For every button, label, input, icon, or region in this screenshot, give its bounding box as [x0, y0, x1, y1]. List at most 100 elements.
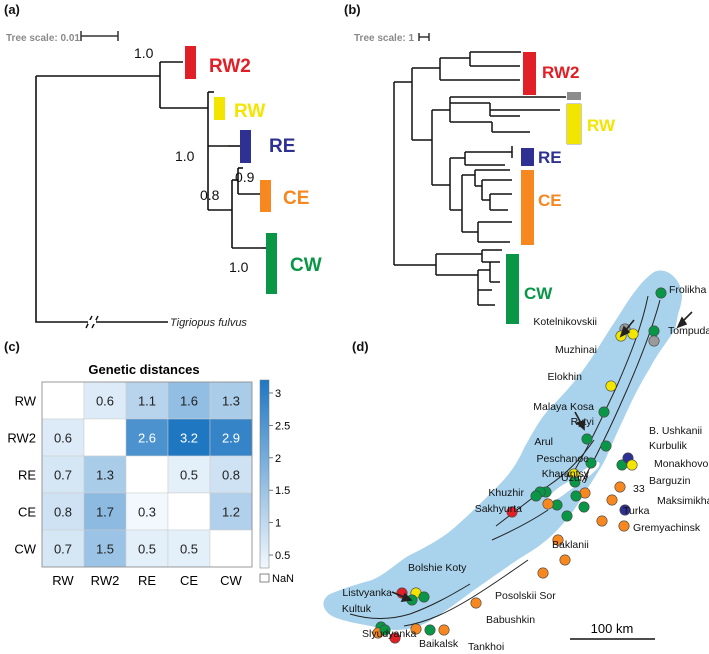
site-label: Bolshie Koty [408, 562, 467, 574]
heatmap-row-label: CW [14, 542, 36, 557]
sampling-site-marker [559, 554, 571, 566]
panel-a-label: (a) [4, 2, 20, 17]
heatmap-title: Genetic distances [88, 362, 199, 377]
sampling-site-marker [648, 335, 660, 347]
heatmap-cell [41, 381, 85, 420]
heatmap-cell [125, 381, 169, 420]
heatmap-cell-value: 1.2 [222, 505, 240, 520]
site-label: Sakhyurta [475, 503, 522, 515]
tree-b-clade-bar-re [521, 148, 534, 166]
tree-b-clade-bar-cw [506, 254, 519, 324]
heatmap-cell [83, 455, 127, 494]
sampling-site-marker [600, 440, 612, 452]
site-label: Tankhoi [468, 641, 504, 653]
nan-swatch [259, 573, 270, 583]
tree-a-clade-bar-rw2 [185, 46, 196, 79]
panel-b-label: (b) [344, 2, 361, 17]
colorbar-tick-label: 0.5 [275, 550, 290, 562]
panel-d: (d) FrolikhaKotelnikovskiiTompudaMuzhina… [323, 270, 709, 653]
tree-a-clade-label-ce: CE [283, 188, 309, 209]
heatmap-cell [209, 529, 253, 568]
heatmap-row-label: RE [18, 468, 36, 483]
heatmap-cell [83, 381, 127, 420]
panel-a: (a) Tree scale: 0.01 [4, 2, 322, 329]
panel-b: (b) Tree scale: 1 [344, 2, 616, 324]
site-label: Slyudyanka [362, 628, 416, 640]
sampling-site-marker [424, 624, 436, 636]
panel-c-label: (c) [4, 339, 20, 354]
sampling-site-marker [530, 490, 542, 502]
site-label: Monakhovo [654, 458, 708, 470]
support-value: 0.9 [235, 169, 255, 185]
heatmap-row-label: RW2 [7, 431, 36, 446]
colorbar-gradient [259, 379, 270, 569]
sampling-site-marker [606, 494, 618, 506]
sampling-site-marker [470, 597, 482, 609]
heatmap-cell [167, 492, 211, 531]
tree-a-axis-break [85, 315, 99, 329]
site-label: Tompuda [668, 325, 709, 337]
heatmap-cell [125, 492, 169, 531]
heatmap-cell-value: 2.6 [138, 431, 156, 446]
heatmap-cell-value: 1.7 [96, 505, 114, 520]
tree-a-clade-label-cw: CW [290, 255, 322, 276]
site-label: Babushkin [486, 614, 535, 626]
colorbar-ticks: 32.521.510.5 [269, 388, 290, 562]
site-label: Turka [623, 505, 650, 517]
site-label: Barguzin [649, 475, 691, 487]
site-label: Posolskii Sor [495, 590, 556, 602]
site-label: Frolikha [669, 284, 707, 296]
heatmap-colorbar: 32.521.510.5 NaN [259, 379, 294, 585]
colorbar-tick-label: 1.5 [275, 485, 290, 497]
tree-b-gray-bar [567, 92, 581, 100]
sampling-site-marker [569, 476, 581, 488]
heatmap-cell-value: 3.2 [180, 431, 198, 446]
heatmap-cell [209, 492, 253, 531]
site-label: Maksimikha [657, 495, 709, 507]
site-label: Khuzhir [488, 487, 524, 499]
tree-a-clade-bar-cw [266, 233, 277, 294]
site-label: Peschanoe [536, 453, 589, 465]
sampling-site-marker [389, 632, 401, 644]
tree-a-clade-bar-re [240, 130, 251, 163]
sampling-site-marker [627, 328, 639, 340]
tree-b-clades: RW2 RW RE CE CW [506, 52, 616, 324]
tree-a-clade-bar-rw [214, 97, 225, 120]
heatmap-col-label: CE [180, 573, 198, 588]
site-label: Uzury [561, 472, 589, 484]
heatmap-frame [41, 381, 253, 568]
colorbar-tick-label: 2 [275, 453, 281, 465]
tree-a-branches [35, 61, 266, 323]
tree-b-clade-label-rw2: RW2 [542, 63, 579, 82]
colorbar-tick-label: 2.5 [275, 420, 290, 432]
heatmap-cell [125, 529, 169, 568]
heatmap-col-label: RW [52, 573, 74, 588]
heatmap-col-label: RW2 [91, 573, 120, 588]
tree-a-clade-bar-ce [260, 180, 271, 212]
site-label: Kotelnikovskii [533, 316, 597, 328]
sampling-site-marker [438, 624, 450, 636]
sampling-site-marker [542, 498, 554, 510]
heatmap-cell [167, 529, 211, 568]
support-value: 1.0 [134, 45, 154, 61]
site-label: Arul [534, 436, 553, 448]
heatmap-cell-value: 0.6 [54, 431, 72, 446]
support-value: 1.0 [175, 148, 195, 164]
heatmap-cell [125, 455, 169, 494]
site-label: Kurbulik [649, 440, 688, 452]
sampling-site-marker [506, 506, 518, 518]
sampling-site-marker [614, 481, 626, 493]
tree-a-outgroup-label: Tigriopus fulvus [170, 317, 247, 329]
sampling-site-marker [537, 567, 549, 579]
heatmap-cell-value: 0.6 [96, 394, 114, 409]
heatmap-cell-value: 1.5 [96, 542, 114, 557]
heatmap-col-label: RE [138, 573, 156, 588]
tree-b-scale-label: Tree scale: 1 [354, 33, 414, 44]
tree-a-scale-bar [80, 31, 119, 41]
lake-baikal-shape [323, 270, 682, 630]
site-label: Gremyachinsk [633, 522, 701, 534]
sampling-site-marker [581, 433, 593, 445]
